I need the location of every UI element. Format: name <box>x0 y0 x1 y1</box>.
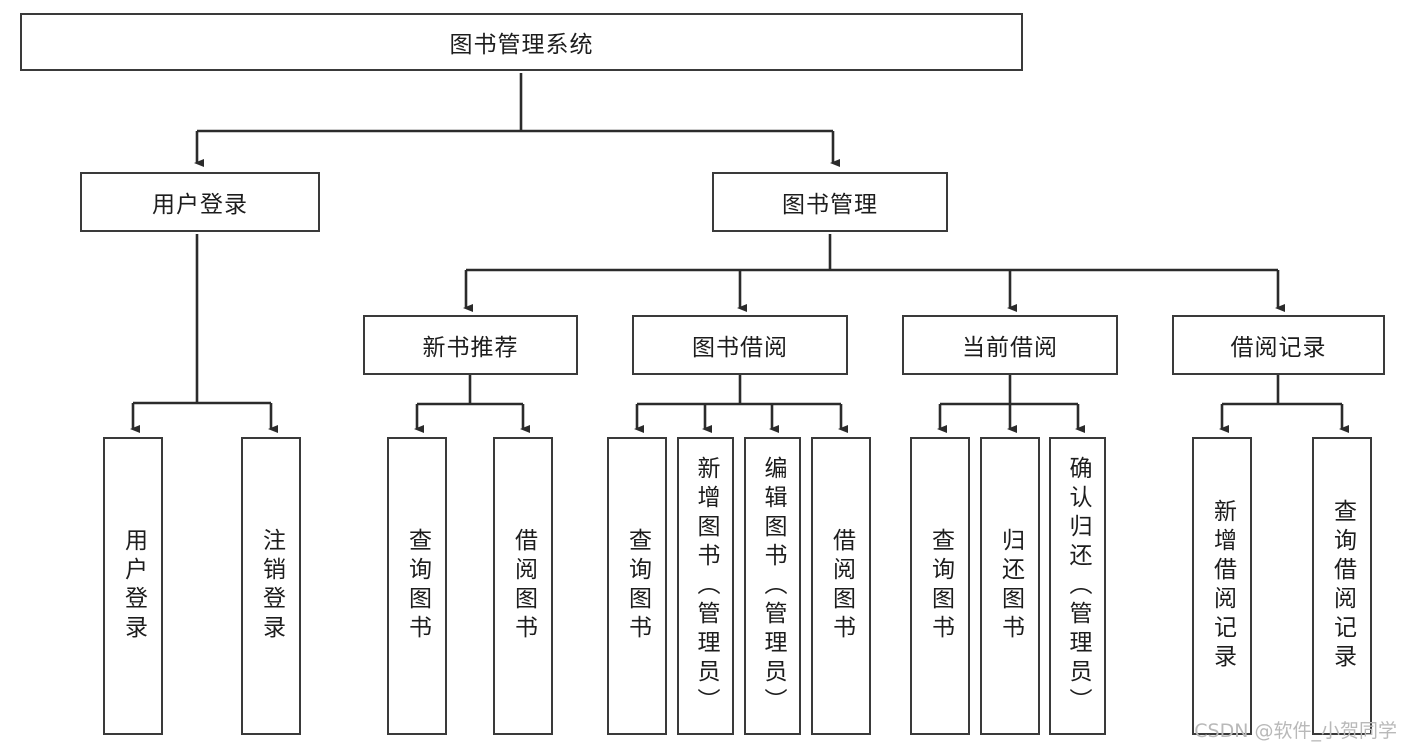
node-label: 查询图书 <box>404 528 431 644</box>
node-new-book-recommend[interactable]: 新书推荐 <box>363 315 578 375</box>
node-label: 新增借阅记录 <box>1209 499 1236 673</box>
node-label: 借阅记录 <box>1230 335 1327 361</box>
node-label: 注销登录 <box>258 528 285 644</box>
watermark: CSDN @软件_小贺同学 <box>1194 720 1397 742</box>
leaf-book-borrow-query[interactable]: 查询图书 <box>607 437 667 735</box>
node-book-management[interactable]: 图书管理 <box>712 172 948 232</box>
leaf-borrow-record-query[interactable]: 查询借阅记录 <box>1312 437 1372 735</box>
node-label: 图书借阅 <box>692 335 788 361</box>
leaf-new-book-borrow[interactable]: 借阅图书 <box>493 437 553 735</box>
node-label: 查询借阅记录 <box>1329 499 1356 673</box>
node-label: 新书推荐 <box>422 335 519 361</box>
node-label: 编辑图书（管理员） <box>760 455 786 717</box>
leaf-current-borrow-query[interactable]: 查询图书 <box>910 437 970 735</box>
leaf-book-borrow-add[interactable]: 新增图书（管理员） <box>677 437 734 735</box>
node-user-login[interactable]: 用户登录 <box>80 172 320 232</box>
node-label: 用户登录 <box>152 192 248 218</box>
node-label: 借阅图书 <box>510 528 537 644</box>
node-label: 图书管理系统 <box>449 32 594 58</box>
node-label: 借阅图书 <box>828 528 855 644</box>
node-label: 查询图书 <box>927 528 954 644</box>
node-current-borrow[interactable]: 当前借阅 <box>902 315 1118 375</box>
leaf-borrow-record-add[interactable]: 新增借阅记录 <box>1192 437 1252 735</box>
node-root[interactable]: 图书管理系统 <box>20 13 1023 71</box>
leaf-user-login-logout[interactable]: 注销登录 <box>241 437 301 735</box>
leaf-book-borrow-edit[interactable]: 编辑图书（管理员） <box>744 437 801 735</box>
leaf-new-book-query[interactable]: 查询图书 <box>387 437 447 735</box>
leaf-current-borrow-return[interactable]: 归还图书 <box>980 437 1040 735</box>
node-label: 归还图书 <box>997 528 1024 644</box>
node-label: 图书管理 <box>782 192 878 218</box>
leaf-user-login-login[interactable]: 用户登录 <box>103 437 163 735</box>
node-label: 当前借阅 <box>962 335 1058 361</box>
node-borrow-record[interactable]: 借阅记录 <box>1172 315 1385 375</box>
leaf-book-borrow-borrow[interactable]: 借阅图书 <box>811 437 871 735</box>
node-label: 新增图书（管理员） <box>693 455 719 717</box>
node-label: 用户登录 <box>120 528 147 644</box>
node-book-borrow[interactable]: 图书借阅 <box>632 315 848 375</box>
leaf-current-borrow-confirm[interactable]: 确认归还（管理员） <box>1049 437 1106 735</box>
node-label: 确认归还（管理员） <box>1065 455 1091 717</box>
node-label: 查询图书 <box>624 528 651 644</box>
